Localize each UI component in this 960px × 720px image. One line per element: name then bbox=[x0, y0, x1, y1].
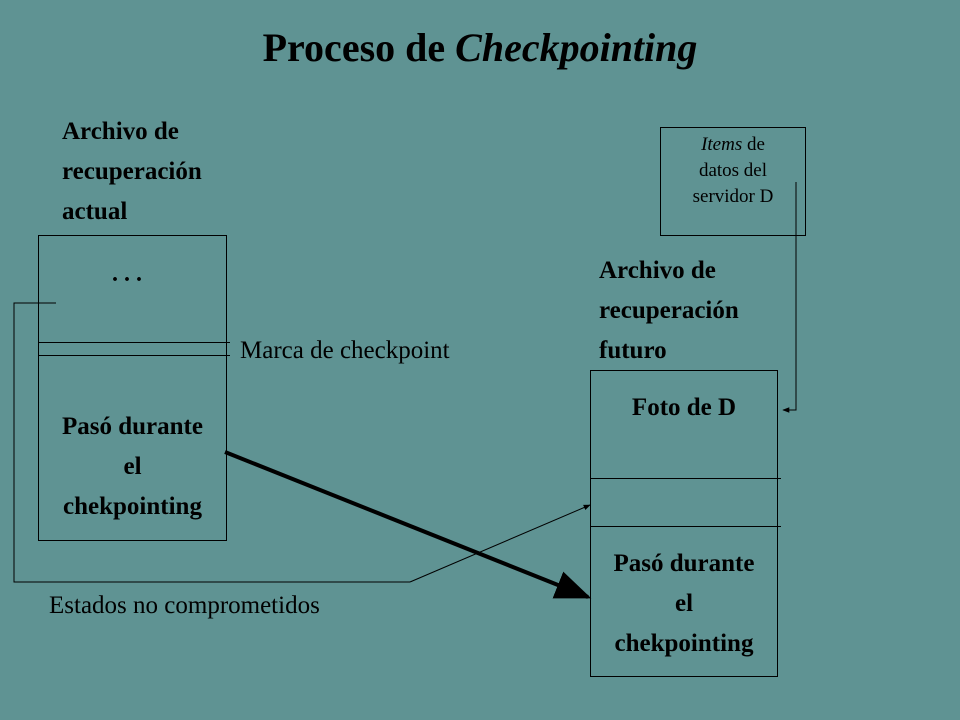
title-italic: Checkpointing bbox=[455, 25, 698, 70]
server-connector-line bbox=[782, 182, 797, 413]
future-log-heading-line: recuperación bbox=[599, 297, 739, 324]
future-log-box bbox=[590, 370, 778, 677]
current-log-heading-line: recuperación bbox=[62, 158, 202, 185]
items-suffix: de bbox=[742, 134, 765, 155]
section-line: chekpointing bbox=[63, 493, 202, 520]
server-box-line: datos del bbox=[698, 160, 768, 181]
current-log-checkpoint-section: Pasó durante el chekpointing bbox=[38, 407, 227, 527]
future-log-heading-line: futuro bbox=[599, 337, 667, 364]
section-line: el bbox=[123, 453, 142, 480]
uncommitted-bracket-line bbox=[13, 302, 410, 583]
uncommitted-states-label: Estados no comprometidos bbox=[49, 592, 320, 619]
snapshot-label: Foto de D bbox=[631, 394, 737, 421]
copy-arrow bbox=[224, 450, 592, 599]
future-log-heading: Archivo de recuperación futuro bbox=[599, 251, 739, 371]
section-line: chekpointing bbox=[614, 630, 754, 657]
checkpoint-mark-divider bbox=[590, 526, 781, 527]
page-title: Proceso de Checkpointing bbox=[0, 24, 960, 71]
checkpoint-mark-line-bottom bbox=[38, 355, 230, 356]
server-box-line: servidor D bbox=[692, 186, 774, 207]
current-log-heading: Archivo de recuperación actual bbox=[62, 112, 202, 232]
current-log-heading-line: actual bbox=[62, 198, 128, 225]
current-log-box bbox=[38, 235, 227, 541]
section-line: Pasó durante bbox=[613, 550, 755, 577]
section-line: Pasó durante bbox=[62, 413, 203, 440]
future-log-heading-line: Archivo de bbox=[599, 257, 716, 284]
server-box-line: Items de bbox=[661, 132, 805, 158]
checkpoint-mark-label: Marca de checkpoint bbox=[240, 337, 450, 364]
checkpoint-mark-line-top bbox=[38, 342, 230, 343]
section-line: el bbox=[674, 590, 694, 617]
future-log-checkpoint-section: Pasó durante el chekpointing bbox=[590, 544, 778, 664]
items-word: Items bbox=[701, 134, 743, 155]
log-ellipsis: . . . bbox=[112, 261, 142, 287]
snapshot-divider bbox=[590, 478, 781, 479]
title-normal: Proceso de bbox=[262, 25, 456, 70]
server-data-box: Items de datos del servidor D bbox=[660, 127, 806, 236]
uncommitted-arrow bbox=[409, 504, 591, 583]
current-log-heading-line: Archivo de bbox=[62, 118, 179, 145]
